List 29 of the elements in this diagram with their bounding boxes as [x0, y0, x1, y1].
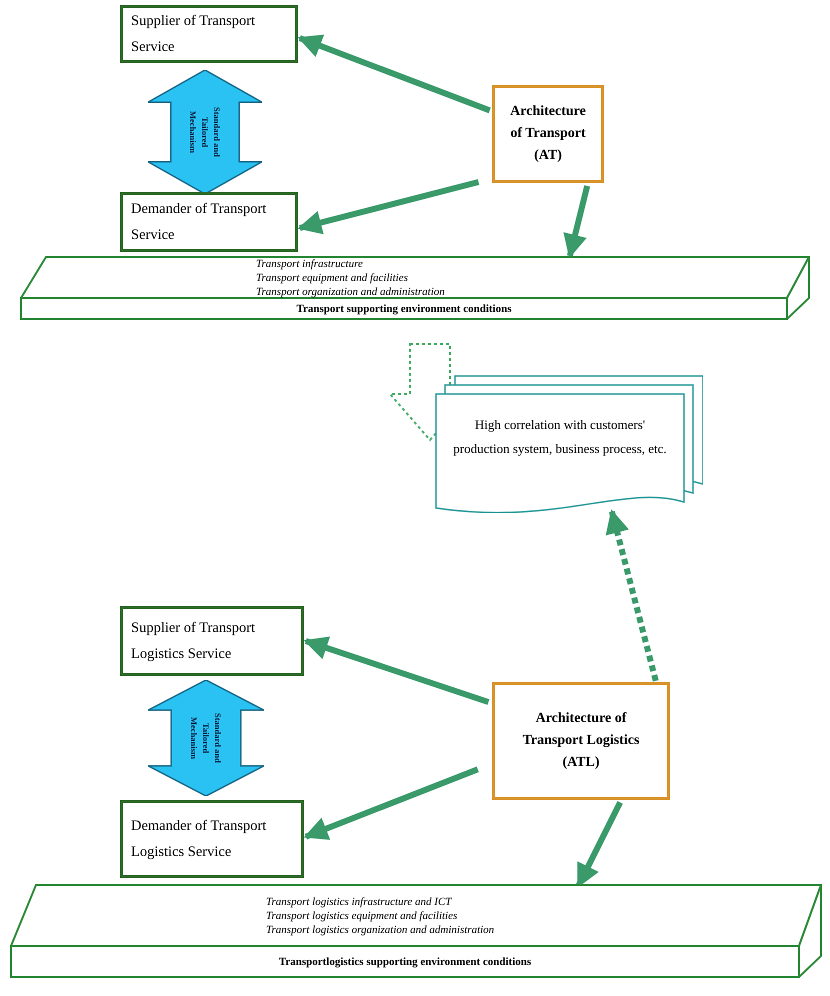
arrow [297, 179, 480, 234]
slab-item: Transport logistics equipment and facilities [266, 909, 458, 923]
architecture-box [492, 85, 604, 183]
box-label: Supplier of Transport Logistics Service [131, 619, 256, 664]
arrow [304, 766, 479, 840]
box-label: Demander of Transport Service [131, 200, 268, 245]
supplier-box [120, 606, 304, 676]
slab-item: Transport logistics infrastructure and ICT [266, 895, 453, 909]
arrow-label: Standard and Tailored Mechanism [188, 712, 224, 765]
document-text: High correlation with customers' production system, business process, etc. [452, 416, 668, 458]
slab-item: Transport organization and administration [256, 285, 445, 299]
arrow-label: Standard and Tailored Mechanism [187, 106, 223, 159]
demander-box [120, 800, 304, 878]
arrow [304, 636, 490, 705]
slab-title: Transport supporting environment conditions [296, 302, 512, 316]
box-label: Architecture of Transport (AT) [509, 103, 587, 165]
arrow [298, 34, 491, 114]
arrow [606, 509, 659, 682]
slab-title: Transportlogistics supporting environment conditions [278, 955, 532, 969]
supplier-box [120, 5, 298, 63]
box-label: Demander of Transport Logistics Service [131, 817, 268, 862]
demander-box [120, 192, 298, 252]
arrow [563, 185, 590, 258]
box-label: Architecture of Transport Logistics (ATL) [522, 710, 640, 772]
box-label: Supplier of Transport Service [131, 12, 256, 57]
slab-item: Transport equipment and facilities [256, 271, 409, 285]
architecture-box [492, 682, 670, 800]
slab-item: Transport infrastructure [256, 257, 364, 271]
slab-item: Transport logistics organization and administration [266, 923, 494, 937]
